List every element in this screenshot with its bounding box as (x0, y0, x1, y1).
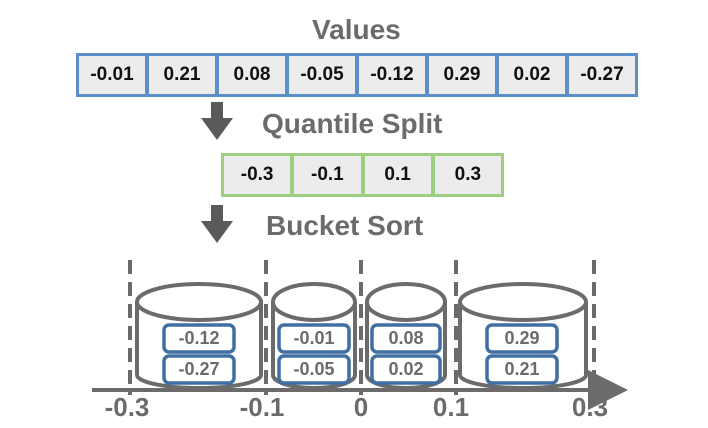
quantile-row: -0.3 -0.1 0.1 0.3 (221, 153, 504, 197)
bucket-item: 0.29 (504, 328, 540, 348)
bucket-item-box (162, 323, 236, 354)
value-cell: -0.05 (289, 56, 355, 94)
axis-tick-label: 0 (353, 392, 369, 422)
bucket-item: -0.12 (178, 328, 220, 348)
bucket-item-box (485, 354, 559, 385)
value-cell: -0.01 (79, 56, 145, 94)
title-bucket-sort: Bucket Sort (266, 210, 424, 241)
title-values: Values (312, 14, 401, 45)
bucket-item-box (277, 323, 351, 354)
quantile-cell: -0.1 (294, 156, 361, 194)
bucket-item: -0.01 (293, 328, 335, 348)
value-cell: 0.02 (499, 56, 565, 94)
quantile-cell: 0.3 (434, 156, 501, 194)
value-cell: -0.27 (569, 56, 635, 94)
down-arrow-icon (201, 102, 233, 140)
values-row: -0.01 0.21 0.08 -0.05 -0.12 0.29 0.02 -0… (76, 53, 638, 97)
bucket-item: 0.08 (388, 328, 424, 348)
bucket-item-box (370, 354, 442, 385)
bucket-item: 0.02 (388, 359, 424, 379)
bucket-item-box (485, 323, 559, 354)
bucket-item: -0.27 (178, 359, 220, 379)
value-cell: 0.29 (429, 56, 495, 94)
title-quantile-split: Quantile Split (262, 108, 443, 139)
bucket-item: -0.05 (293, 359, 335, 379)
bucket-item: 0.21 (504, 359, 540, 379)
axis-tick-label: -0.1 (239, 392, 285, 422)
bucket-item-box (277, 354, 351, 385)
bucket-item-box (370, 323, 442, 354)
axis-tick-label: 0.1 (432, 392, 470, 422)
axis-tick-label: 0.3 (571, 392, 609, 422)
value-cell: 0.08 (219, 56, 285, 94)
value-cell: -0.12 (359, 56, 425, 94)
quantile-cell: 0.1 (364, 156, 431, 194)
axis-tick-label: -0.3 (104, 392, 150, 422)
value-cell: 0.21 (149, 56, 215, 94)
down-arrow-icon (201, 205, 233, 243)
quantile-cell: -0.3 (224, 156, 291, 194)
bucket-item-box (162, 354, 236, 385)
